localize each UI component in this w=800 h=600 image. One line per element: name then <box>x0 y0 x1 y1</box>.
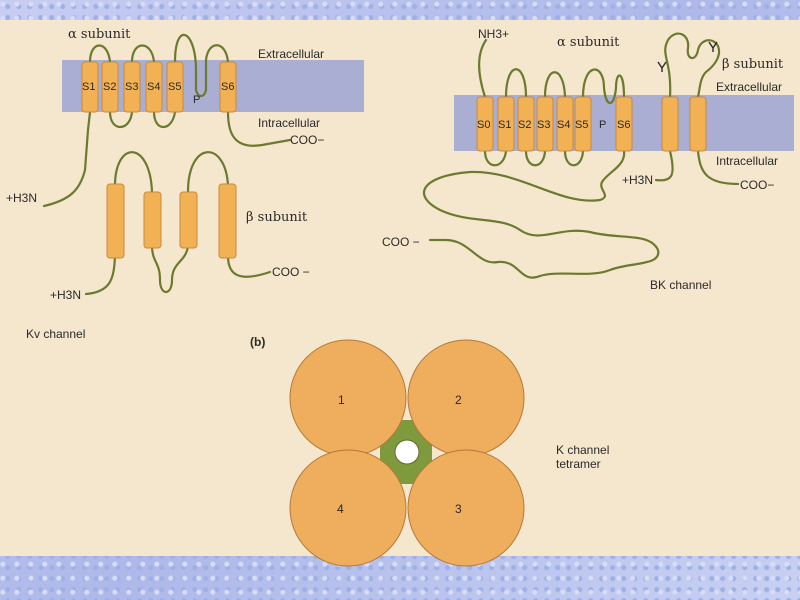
bk-seg-p: P <box>599 119 606 131</box>
tetramer-label-1: 1 <box>338 393 345 407</box>
kv-seg-s1: S1 <box>82 81 95 93</box>
bk-intracellular-label: Intracellular <box>716 154 778 168</box>
kv-intracellular-label: Intracellular <box>258 116 320 130</box>
tetramer-subunit-4 <box>290 450 406 566</box>
bk-beta-coo: COO− <box>740 178 774 192</box>
kv-beta-coo: COO − <box>272 265 310 279</box>
bk-channel: S0 S1 S2 S3 S4 S5 P S6 NH3+ α subunit β … <box>382 27 794 292</box>
k-channel-tetramer: (b) 1 2 3 4 K channel tetramer <box>250 335 609 566</box>
kv-alpha-h3n: +H3N <box>6 191 37 205</box>
kv-beta-label: β subunit <box>246 210 308 225</box>
bk-alpha-coo: COO − <box>382 235 420 249</box>
bk-glycosylation-icon-1 <box>658 62 666 72</box>
tetramer-subunit-3 <box>408 450 524 566</box>
tetramer-label-2: 2 <box>455 393 462 407</box>
kv-seg-s4: S4 <box>147 81 160 93</box>
bk-seg-s0: S0 <box>477 119 490 131</box>
kv-extracellular-label: Extracellular <box>258 47 324 61</box>
bk-extracellular-label: Extracellular <box>716 80 782 94</box>
kv-channel: S1 S2 S3 S4 S5 P S6 α subunit Extracellu… <box>6 27 364 341</box>
bk-beta-helix-1 <box>662 97 678 151</box>
bk-seg-s1: S1 <box>498 119 511 131</box>
bk-seg-s4: S4 <box>557 119 570 131</box>
tetramer-title-line2: tetramer <box>556 457 601 471</box>
bk-seg-s3: S3 <box>537 119 550 131</box>
bk-seg-s6: S6 <box>617 119 630 131</box>
kv-seg-s2: S2 <box>103 81 116 93</box>
bk-beta-helix-2 <box>690 97 706 151</box>
kv-seg-s3: S3 <box>125 81 138 93</box>
bk-alpha-label: α subunit <box>557 35 620 50</box>
kv-beta-helix-2 <box>144 192 161 248</box>
bk-beta-h3n: +H3N <box>622 173 653 187</box>
bk-channel-label: BK channel <box>650 278 711 292</box>
kv-seg-p: P <box>193 94 200 106</box>
kv-seg-s6: S6 <box>221 81 234 93</box>
kv-alpha-label: α subunit <box>68 27 131 42</box>
tetramer-label-4: 4 <box>337 502 344 516</box>
kv-alpha-coo: COO− <box>290 133 324 147</box>
bk-nh3: NH3+ <box>478 27 509 41</box>
tetramer-subunit-2 <box>408 340 524 456</box>
tetramer-pore <box>395 440 419 464</box>
bk-seg-s5: S5 <box>575 119 588 131</box>
bk-glycosylation-icon-2 <box>709 42 717 52</box>
kv-seg-s5: S5 <box>168 81 181 93</box>
bk-seg-s2: S2 <box>518 119 531 131</box>
panel-b-label: (b) <box>250 335 265 349</box>
tetramer-label-3: 3 <box>455 502 462 516</box>
kv-beta-helix-1 <box>107 184 124 258</box>
kv-channel-label: Kv channel <box>26 327 85 341</box>
tetramer-title-line1: K channel <box>556 443 609 457</box>
bk-beta-label: β subunit <box>722 57 784 72</box>
bk-alpha-chain <box>424 40 658 278</box>
kv-beta-h3n: +H3N <box>50 288 81 302</box>
kv-beta-helix-4 <box>219 184 236 258</box>
tetramer-subunit-1 <box>290 340 406 456</box>
kv-beta-helix-3 <box>180 192 197 248</box>
